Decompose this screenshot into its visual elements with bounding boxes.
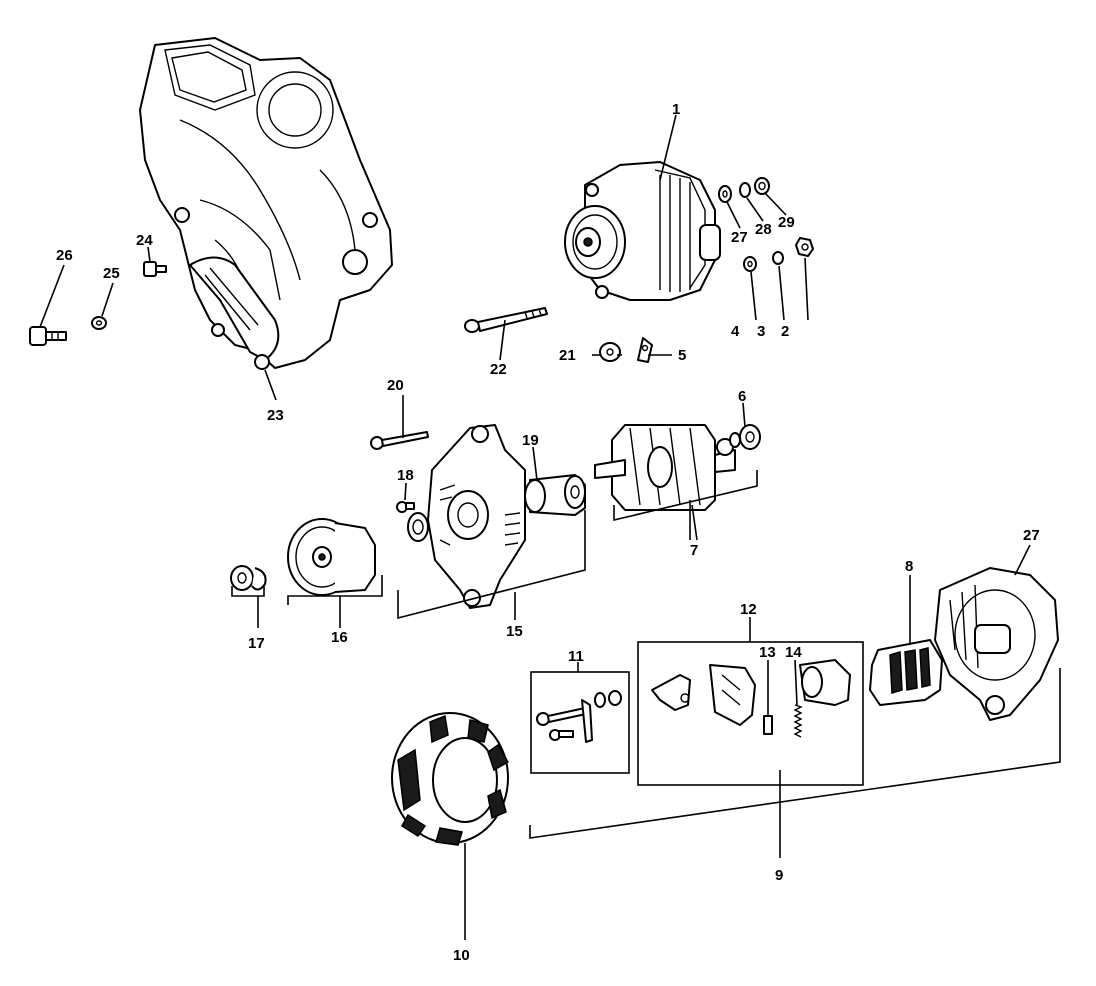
stator-10	[391, 712, 510, 846]
callout-10: 10	[453, 947, 470, 964]
pulley-16	[287, 518, 376, 596]
callout-7: 7	[690, 542, 698, 559]
screw-18	[396, 501, 415, 513]
rotor-7	[594, 424, 736, 511]
bolt-26	[29, 326, 67, 346]
bolt-24	[143, 261, 167, 277]
callout-11: 11	[568, 648, 584, 665]
callout-27-top: 27	[731, 229, 748, 246]
callout-15: 15	[506, 623, 523, 640]
callout-1: 1	[672, 101, 680, 118]
callout-16: 16	[331, 629, 348, 646]
callout-labels: 1 2 3 4 5 6 7 8 9 10 11 12 13 14 15 16 1…	[56, 101, 1040, 964]
callout-19: 19	[522, 432, 539, 449]
alternator-assembly-1	[564, 161, 721, 301]
callout-3: 3	[757, 323, 765, 340]
box-11	[530, 671, 630, 774]
bearing-6	[729, 424, 761, 450]
rectifier-8	[869, 639, 943, 706]
callout-26: 26	[56, 247, 73, 264]
leader-lines	[39, 114, 1031, 940]
bolt-set-11	[536, 690, 622, 743]
rear-housing-27	[934, 567, 1059, 721]
callout-24: 24	[136, 232, 153, 249]
nut-2	[795, 237, 814, 257]
callout-5: 5	[678, 347, 686, 364]
callout-4: 4	[731, 323, 740, 340]
brush-cover-12	[799, 659, 851, 706]
callout-17: 17	[248, 635, 265, 652]
callout-20: 20	[387, 377, 404, 394]
washer-4	[743, 256, 757, 272]
brackets	[231, 470, 1061, 839]
callout-13: 13	[759, 644, 776, 661]
callout-12: 12	[740, 601, 757, 618]
bolt-22	[464, 307, 548, 333]
callout-28: 28	[755, 221, 772, 238]
spring-14	[793, 704, 803, 738]
engine-timing-cover	[139, 37, 393, 370]
washer-27-top	[718, 185, 732, 203]
bearing-19	[524, 474, 586, 516]
spring-washer-28	[739, 182, 751, 198]
brush-13	[763, 715, 773, 735]
subassembly-boxes	[530, 617, 864, 786]
callout-21: 21	[559, 347, 576, 364]
brush-holder-12	[651, 664, 756, 726]
washer-21	[599, 342, 621, 362]
callout-25: 25	[103, 265, 120, 282]
drive-end-frame-15	[407, 424, 526, 609]
nut-29	[754, 177, 770, 195]
callout-8: 8	[905, 558, 913, 575]
callout-23: 23	[267, 407, 284, 424]
callout-14: 14	[785, 644, 802, 661]
bolt-20	[370, 431, 429, 450]
nut-washer-17	[230, 565, 267, 591]
callout-22: 22	[490, 361, 507, 378]
washer-25	[91, 316, 107, 330]
plate-5	[637, 337, 653, 363]
callout-29: 29	[778, 214, 795, 231]
spring-washer-3	[772, 251, 784, 265]
callout-9: 9	[775, 867, 783, 884]
callout-18: 18	[397, 467, 414, 484]
callout-27-rear: 27	[1023, 527, 1040, 544]
callout-2: 2	[781, 323, 789, 340]
callout-6: 6	[738, 388, 746, 405]
